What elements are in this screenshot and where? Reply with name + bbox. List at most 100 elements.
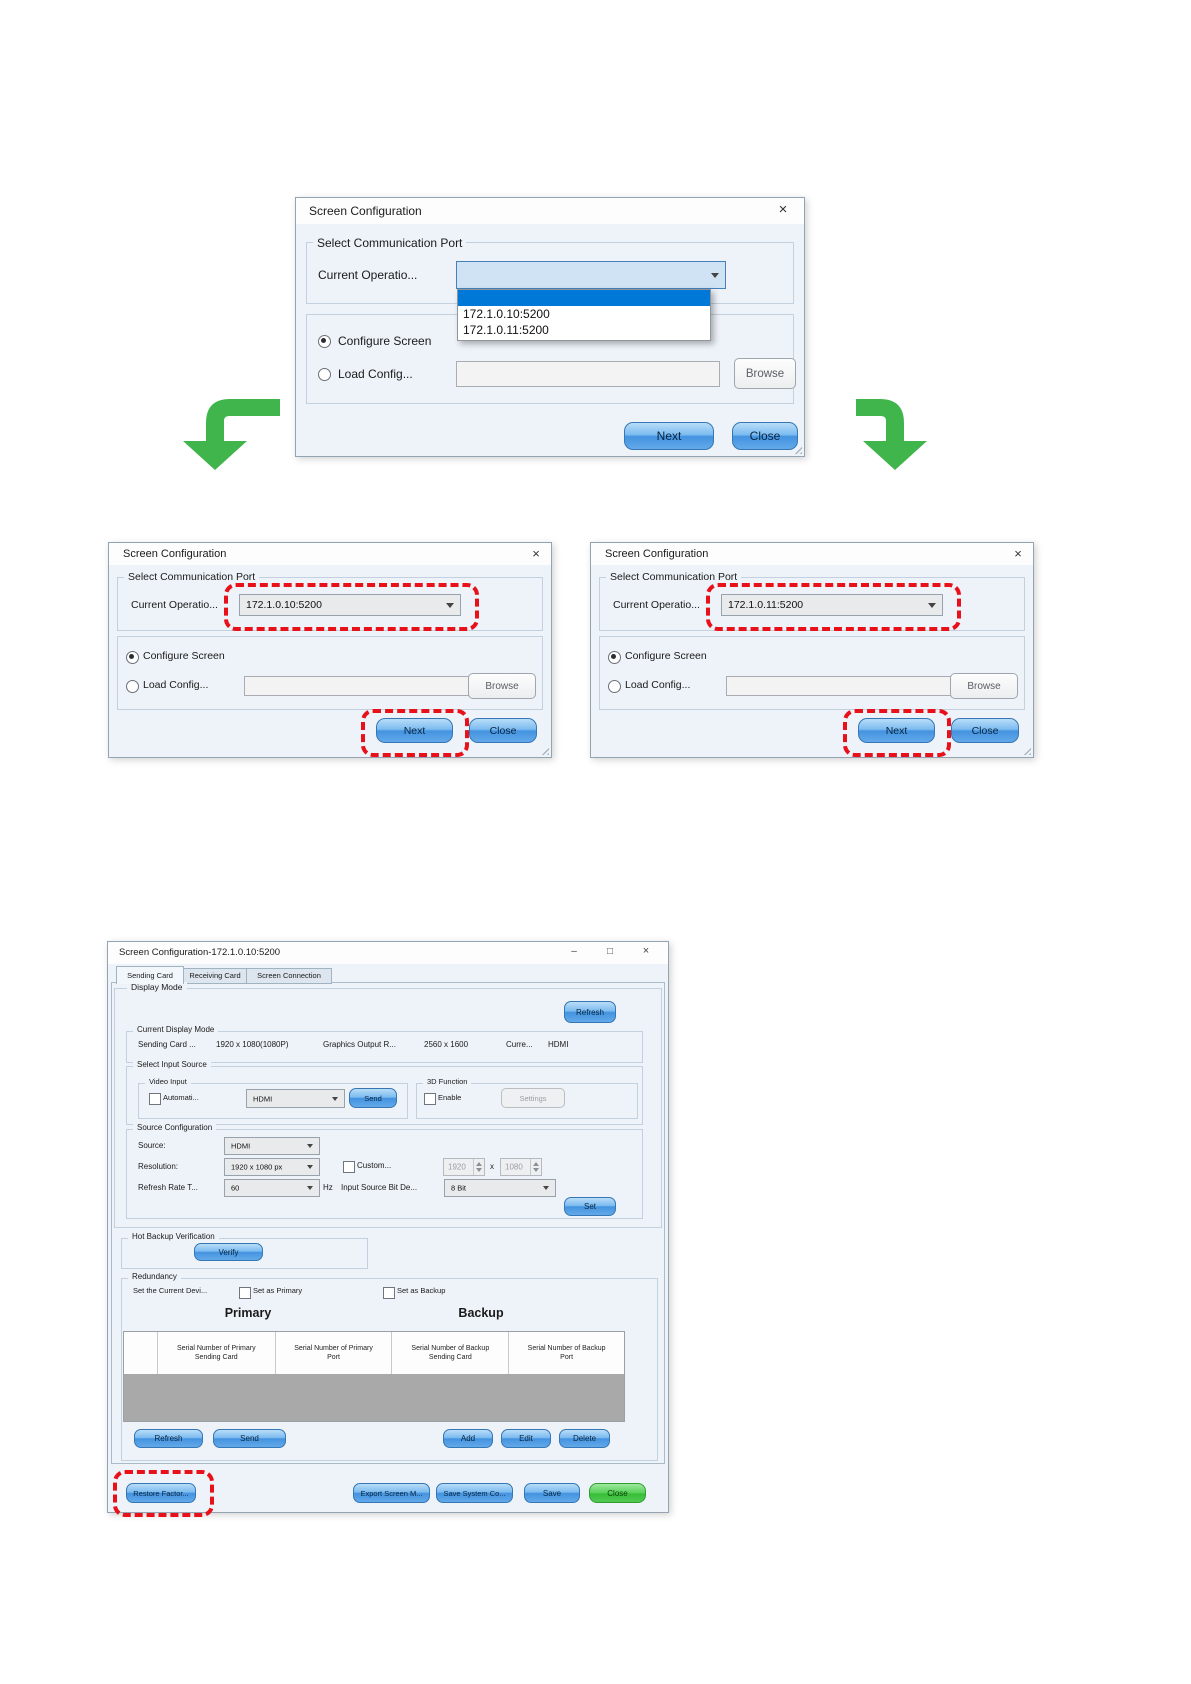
- current-operation-label: Current Operatio...: [131, 599, 218, 611]
- custom-height-value: 1080: [505, 1162, 523, 1172]
- dropdown-item[interactable]: 172.1.0.10:5200: [463, 307, 550, 321]
- send-redundancy-button[interactable]: Send: [213, 1429, 286, 1448]
- window-title: Screen Configuration-172.1.0.10:5200: [119, 947, 281, 958]
- group-3d-function: 3D Function: [416, 1077, 638, 1119]
- port-combobox[interactable]: 172.1.0.11:5200: [721, 594, 943, 616]
- save-button[interactable]: Save: [524, 1483, 580, 1503]
- close-icon[interactable]: ×: [1014, 546, 1022, 561]
- checkbox-3d-enable[interactable]: [424, 1093, 436, 1105]
- radio-load-config[interactable]: [608, 680, 621, 693]
- resize-grip[interactable]: [792, 444, 802, 454]
- tab-sending-card[interactable]: Sending Card: [116, 966, 184, 984]
- radio-load-config[interactable]: [126, 680, 139, 693]
- maximize-icon[interactable]: □: [606, 946, 614, 957]
- current-port-label: Curre...: [506, 1040, 533, 1049]
- custom-label: Custom...: [357, 1161, 392, 1170]
- send-video-button[interactable]: Send: [349, 1088, 397, 1108]
- radio-configure-screen[interactable]: [608, 651, 621, 664]
- dropdown-item-blank[interactable]: [458, 290, 710, 306]
- red-dashed-highlight-restore: [113, 1470, 214, 1517]
- chevron-down-icon: [928, 603, 936, 608]
- save-system-button[interactable]: Save System Co...: [436, 1483, 513, 1503]
- dialog-port-11: Screen Configuration × Select Communicat…: [590, 542, 1034, 758]
- chevron-down-icon: [307, 1165, 313, 1169]
- dialog-screen-configuration-main: Screen Configuration-172.1.0.10:5200 – □…: [107, 941, 669, 1517]
- table-col-backup-port: Serial Number of Backup Port: [527, 1344, 606, 1361]
- custom-height-stepper[interactable]: 1080: [500, 1158, 542, 1176]
- load-path-input[interactable]: [726, 676, 953, 696]
- redundancy-table-header: Serial Number of Primary Sending Card Se…: [123, 1331, 625, 1376]
- source-combobox[interactable]: HDMI: [224, 1137, 320, 1155]
- delete-button[interactable]: Delete: [559, 1429, 610, 1448]
- set-current-device-label: Set the Current Devi...: [133, 1286, 208, 1295]
- browse-button[interactable]: Browse: [950, 673, 1018, 699]
- port-combobox[interactable]: [456, 261, 726, 289]
- title-bar[interactable]: [591, 543, 1033, 565]
- radio-configure-screen[interactable]: [126, 651, 139, 664]
- checkbox-set-as-primary[interactable]: [239, 1287, 251, 1299]
- window-title: Screen Configuration: [309, 204, 422, 218]
- dropdown-item[interactable]: 172.1.0.11:5200: [463, 323, 549, 337]
- video-source-combobox[interactable]: HDMI: [246, 1089, 345, 1108]
- custom-width-value: 1920: [448, 1162, 466, 1172]
- group-display-mode: Display Mode: [114, 982, 662, 1228]
- checkbox-automatic[interactable]: [149, 1093, 161, 1105]
- settings-3d-button[interactable]: Settings: [501, 1088, 565, 1108]
- red-dashed-highlight-port: [706, 583, 961, 631]
- verify-button[interactable]: Verify: [194, 1243, 263, 1261]
- export-screen-button[interactable]: Export Screen M...: [353, 1483, 430, 1503]
- resolution-combobox[interactable]: 1920 x 1080 px: [224, 1158, 320, 1176]
- minimize-icon[interactable]: –: [571, 946, 577, 957]
- close-button[interactable]: Close: [951, 718, 1019, 743]
- next-button[interactable]: Next: [624, 422, 714, 450]
- bit-depth-combobox[interactable]: 8 Bit: [444, 1179, 556, 1197]
- edit-button[interactable]: Edit: [501, 1429, 551, 1448]
- browse-button[interactable]: Browse: [468, 673, 536, 699]
- resolution-value: 1920 x 1080 px: [231, 1162, 283, 1172]
- load-path-input[interactable]: [244, 676, 471, 696]
- next-button[interactable]: Next: [858, 718, 935, 743]
- load-config-label: Load Config...: [625, 679, 691, 691]
- checkbox-custom-resolution[interactable]: [343, 1161, 355, 1173]
- close-button[interactable]: Close: [732, 422, 798, 450]
- tab-page: [111, 982, 665, 1464]
- source-label: Source:: [138, 1141, 166, 1150]
- chevron-down-icon: [446, 603, 454, 608]
- stepper-arrows-icon[interactable]: [473, 1159, 483, 1175]
- group-label: Select Communication Port: [124, 571, 260, 583]
- video-source-value: HDMI: [253, 1094, 273, 1103]
- close-icon[interactable]: ×: [532, 546, 540, 561]
- close-main-button[interactable]: Close: [589, 1483, 646, 1503]
- browse-button[interactable]: Browse: [734, 358, 796, 389]
- next-button[interactable]: Next: [376, 718, 453, 743]
- title-bar[interactable]: [108, 942, 668, 964]
- resize-grip[interactable]: [539, 745, 549, 755]
- resize-grip[interactable]: [1021, 745, 1031, 755]
- tab-receiving-card[interactable]: Receiving Card: [182, 968, 248, 984]
- title-bar[interactable]: [109, 543, 551, 565]
- close-button[interactable]: Close: [469, 718, 537, 743]
- title-bar[interactable]: [296, 198, 804, 224]
- set-button[interactable]: Set: [564, 1197, 616, 1216]
- port-combobox-value: 172.1.0.11:5200: [728, 599, 804, 611]
- stepper-arrows-icon[interactable]: [530, 1159, 540, 1175]
- add-button[interactable]: Add: [443, 1429, 493, 1448]
- refresh-display-button[interactable]: Refresh: [564, 1001, 616, 1023]
- close-icon[interactable]: ×: [642, 945, 650, 957]
- radio-load-config[interactable]: [318, 368, 331, 381]
- restore-factory-button[interactable]: Restore Factor...: [126, 1483, 196, 1503]
- redundancy-table-body[interactable]: [123, 1374, 625, 1422]
- chevron-down-icon: [307, 1144, 313, 1148]
- refresh-redundancy-button[interactable]: Refresh: [134, 1429, 203, 1448]
- load-path-input[interactable]: [456, 361, 720, 387]
- close-icon[interactable]: ×: [778, 201, 788, 218]
- tab-screen-connection[interactable]: Screen Connection: [246, 968, 332, 984]
- checkbox-set-as-backup[interactable]: [383, 1287, 395, 1299]
- custom-width-stepper[interactable]: 1920: [443, 1158, 485, 1176]
- refresh-rate-value: 60: [231, 1183, 240, 1193]
- configure-screen-label: Configure Screen: [625, 650, 707, 662]
- port-combobox[interactable]: 172.1.0.10:5200: [239, 594, 461, 616]
- refresh-rate-combobox[interactable]: 60: [224, 1179, 320, 1197]
- radio-configure-screen[interactable]: [318, 335, 331, 348]
